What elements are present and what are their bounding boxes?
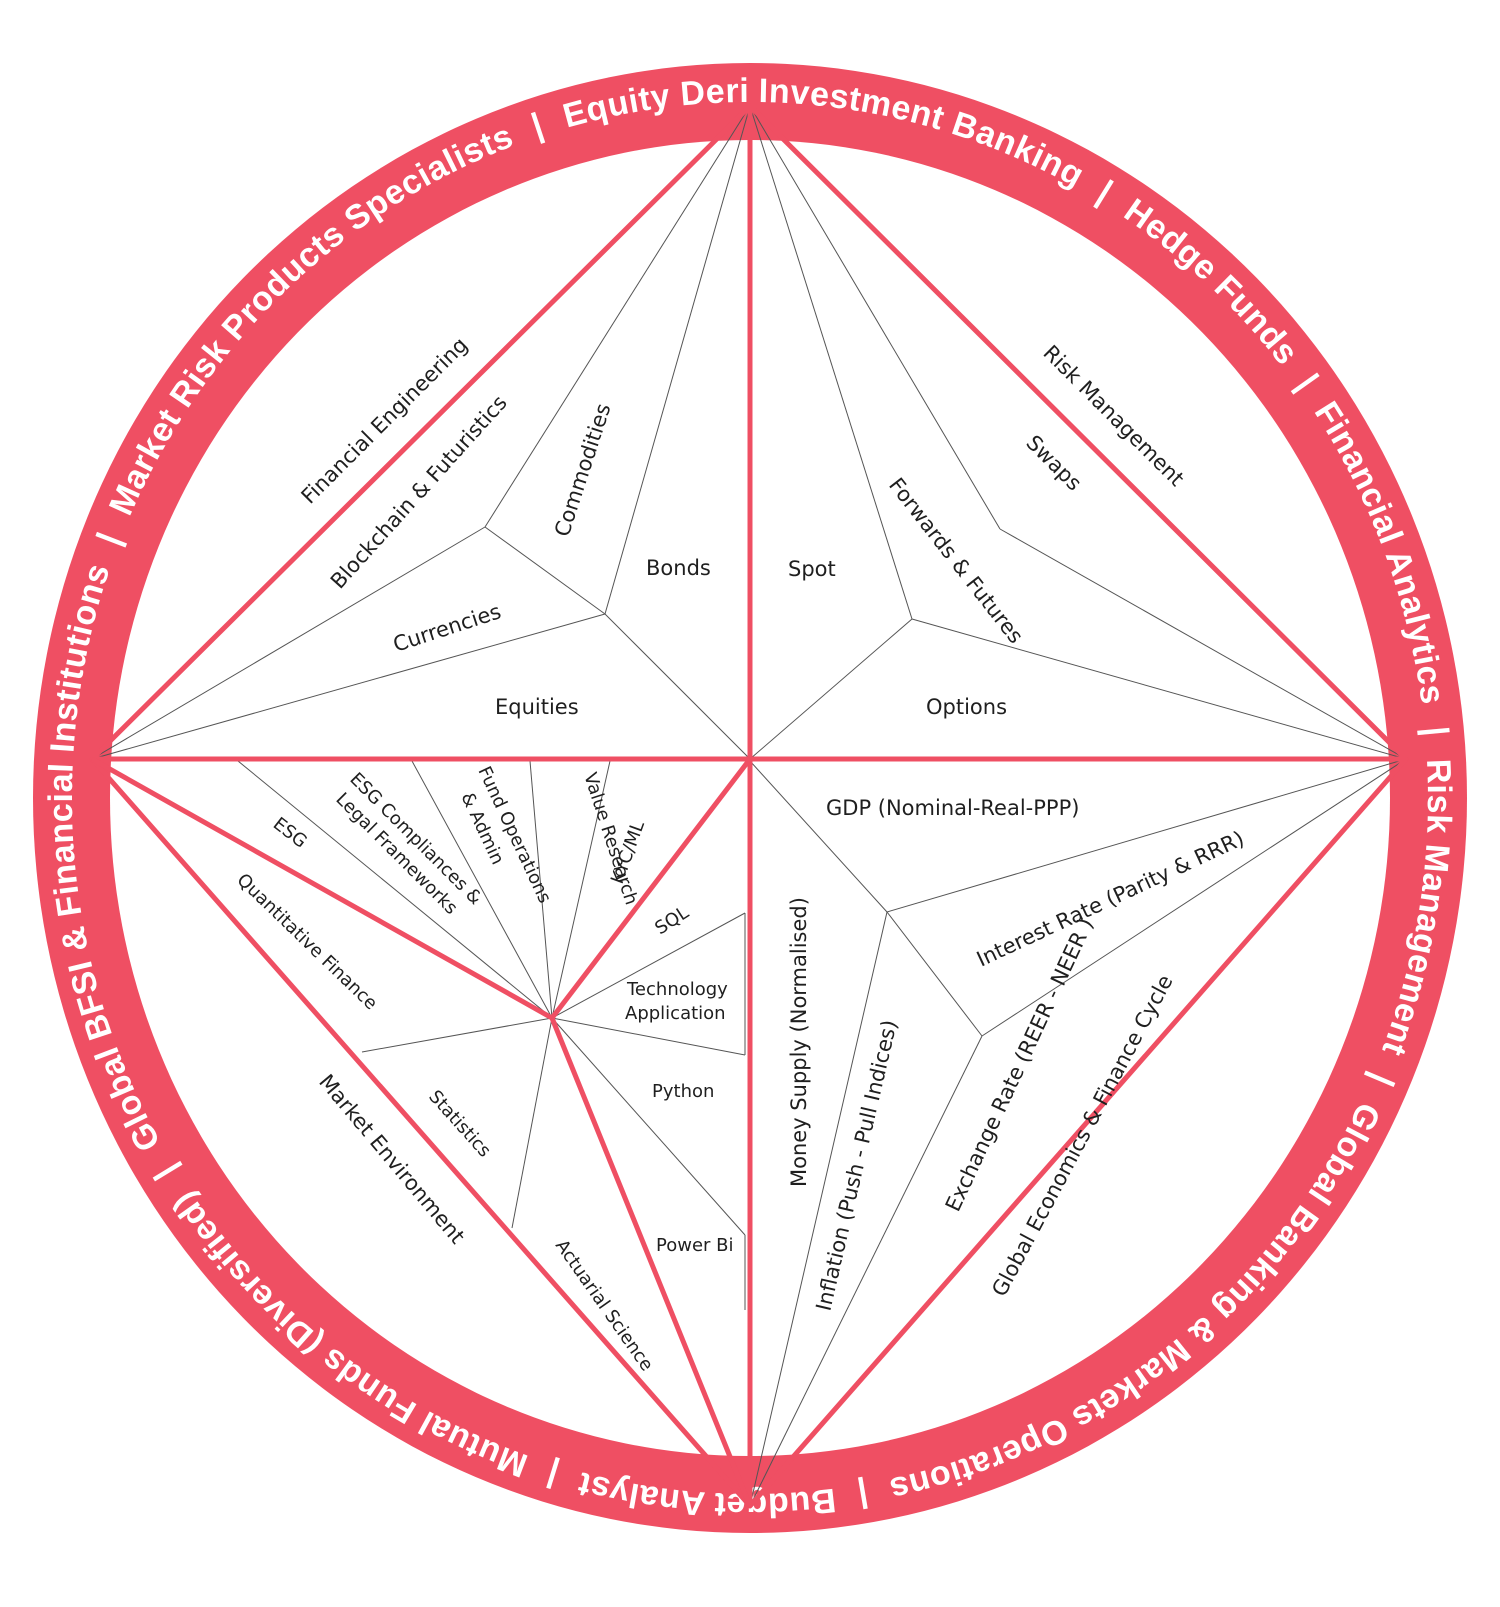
thin-lines [91,105,1407,1507]
label-options: Options [926,695,1007,719]
ring-label-equity-derivatives: Equity Derivatives [0,0,749,136]
accent-lines [89,103,1409,1509]
label-spot: Spot [788,557,836,581]
label-gdp: GDP (Nominal-Real-PPP) [826,796,1079,820]
label-money-supply: Money Supply (Normalised) [787,897,811,1187]
label-equities: Equities [495,695,579,719]
label-bonds: Bonds [646,556,711,580]
label-technology: Technology [626,979,728,1000]
label-application: Application [625,1003,726,1024]
label-python: Python [652,1081,714,1102]
label-power-bi: Power Bi [656,1235,734,1256]
